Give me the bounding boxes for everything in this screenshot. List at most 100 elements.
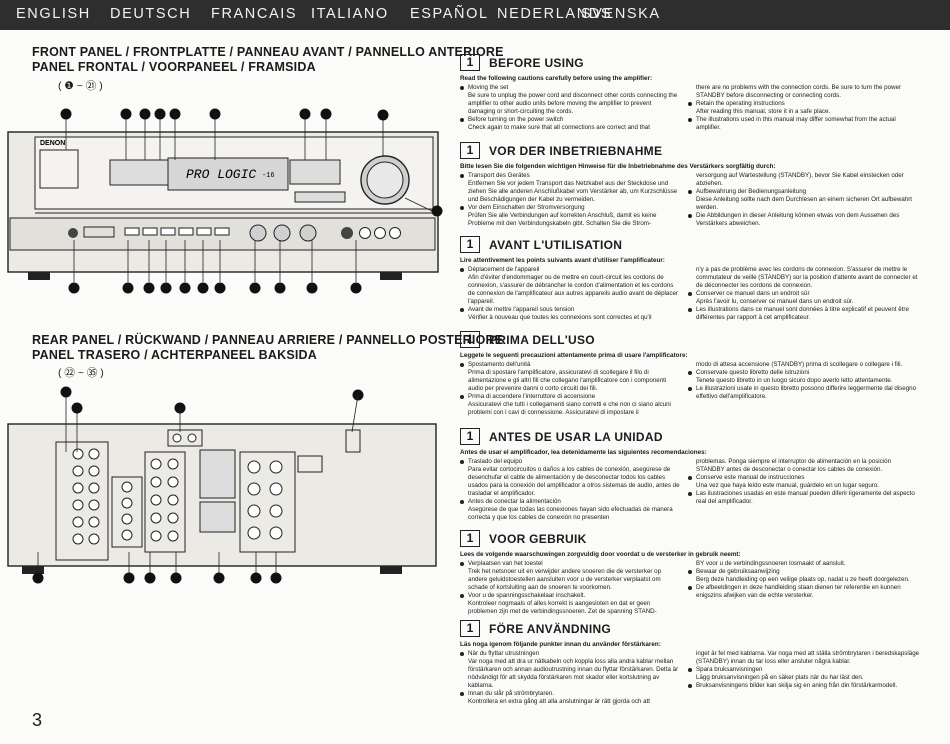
section-number-box: 1 bbox=[460, 620, 480, 637]
bullet-heading: Les illustrations dans ce manuel sont do… bbox=[696, 306, 909, 321]
bullet-dot bbox=[460, 174, 464, 178]
bullet-text: Kontroleer nogmaals of alles korrekt is … bbox=[468, 600, 657, 615]
bullet-text: Be sure to unplug the power cord and dis… bbox=[468, 92, 678, 115]
callout-marker bbox=[250, 572, 262, 584]
bullet-dot bbox=[460, 86, 464, 90]
bullet-item: Die Abbildungen in dieser Anleitung könn… bbox=[688, 212, 920, 228]
bullet-text: Lägg bruksanvisningen på en säker plats … bbox=[696, 674, 864, 681]
function-button bbox=[196, 227, 212, 236]
bullet-text: Prüfen Sie alle Verbindungen auf korrekt… bbox=[468, 212, 657, 227]
bullet-text: Kontrollera en extra gång att alla anslu… bbox=[468, 698, 650, 705]
callout-marker bbox=[139, 108, 151, 120]
callout-marker bbox=[122, 282, 134, 294]
language-tab-3: ITALIANO bbox=[311, 6, 389, 22]
callout-marker bbox=[209, 108, 221, 120]
callout-marker bbox=[431, 205, 443, 217]
bullet-dot bbox=[688, 668, 692, 672]
bullet-dot bbox=[688, 684, 692, 688]
video-input-jack bbox=[167, 458, 179, 470]
speaker-terminal-center bbox=[199, 501, 236, 533]
tone-knob bbox=[273, 224, 291, 242]
bullet-heading: Before turning on the power switch bbox=[468, 116, 564, 123]
tone-knob bbox=[299, 224, 317, 242]
bullet-heading: De afbeeldingen in deze handleiding staa… bbox=[696, 584, 901, 599]
bullet-dot bbox=[460, 395, 464, 399]
bullet-item: Prima di accendere l'interruttore di acc… bbox=[460, 393, 680, 417]
bullet-text: Check again to make sure that all connec… bbox=[468, 124, 650, 131]
av-input-jack bbox=[374, 227, 386, 239]
preout-jack bbox=[121, 481, 133, 493]
rca-jack bbox=[88, 482, 100, 494]
bullet-item: Le illustrazioni usate in questo librett… bbox=[688, 385, 920, 401]
video-input-jack bbox=[167, 494, 179, 506]
video-input-jack bbox=[167, 476, 179, 488]
bullet-text: Après l'avoir lu, conserver ce manuel da… bbox=[696, 298, 854, 305]
section-title: VOR DER INBETRIEBNAHME bbox=[489, 144, 663, 158]
bullet-heading: Spara bruksanvisningen bbox=[696, 666, 763, 673]
bullet-heading: Innan du slår på strömbrytaren. bbox=[468, 690, 554, 697]
bullet-heading: Prima di accendere l'interruttore di acc… bbox=[468, 393, 596, 400]
callout-marker bbox=[306, 282, 318, 294]
av-input-jack bbox=[359, 227, 371, 239]
video-input-jack bbox=[150, 494, 162, 506]
continued-text: there are no problems with the connectio… bbox=[696, 84, 901, 99]
bullet-dot bbox=[688, 102, 692, 106]
bullet-dot bbox=[460, 118, 464, 122]
continued-text: versorgung auf Wartestellung (STANDBY), … bbox=[696, 172, 904, 187]
bullet-text: After reading this manual, store it in a… bbox=[696, 108, 831, 115]
video-input-jack bbox=[167, 512, 179, 524]
bullet-heading: Conserver ce manuel dans un endroit sûr bbox=[696, 290, 810, 297]
preout-jack bbox=[121, 497, 133, 509]
bullet-text: Vérifier à nouveau que toutes les connex… bbox=[468, 314, 652, 321]
rca-jack bbox=[88, 533, 100, 545]
surround-buttons bbox=[289, 159, 341, 185]
tone-knob bbox=[249, 224, 267, 242]
ac-outlet bbox=[297, 455, 323, 473]
callout-marker bbox=[169, 108, 181, 120]
bullet-item: Las ilustraciones usadas en este manual … bbox=[688, 490, 920, 506]
callout-marker bbox=[320, 108, 332, 120]
bullet-dot bbox=[688, 190, 692, 194]
language-tab-2: FRANCAIS bbox=[211, 6, 298, 22]
rca-jack bbox=[88, 516, 100, 528]
video-input-block bbox=[144, 451, 186, 553]
speaker-terminal bbox=[269, 460, 283, 474]
rca-jack bbox=[72, 465, 84, 477]
bullet-dot bbox=[688, 492, 692, 496]
speaker-terminal bbox=[247, 526, 261, 540]
video-input-jack bbox=[150, 512, 162, 524]
video-input-jack bbox=[167, 530, 179, 542]
bullet-heading: Moving the set bbox=[468, 84, 509, 91]
speaker-terminal bbox=[269, 526, 283, 540]
speaker-terminal bbox=[269, 482, 283, 496]
video-input-jack bbox=[150, 476, 162, 488]
section-lead: Lees de volgende waarschuwingen zorgvuld… bbox=[460, 551, 741, 558]
display-text: PRO LOGIC bbox=[186, 167, 256, 182]
section-number-box: 1 bbox=[460, 331, 480, 348]
section-lead: Leggete le seguenti precauzioni attentam… bbox=[460, 352, 688, 359]
bullet-heading: Conserve este manual de instrucciones bbox=[696, 474, 805, 481]
language-tab-5: NEDERLANDS bbox=[497, 6, 613, 22]
section-number-box: 1 bbox=[460, 530, 480, 547]
continued-text: problemas. Ponga siempre el interruptor … bbox=[696, 458, 892, 473]
bullet-dot bbox=[688, 118, 692, 122]
bullet-heading: Vor dem Einschalten der Stromversorgung bbox=[468, 204, 585, 211]
bullet-dot bbox=[460, 562, 464, 566]
bullet-heading: Transport des Gerätes bbox=[468, 172, 530, 179]
continued-text: n'y a pas de problème avec les cordons d… bbox=[696, 266, 918, 289]
front-panel-title: FRONT PANEL / FRONTPLATTE / PANNEAU AVAN… bbox=[32, 45, 504, 74]
bullet-dot bbox=[688, 214, 692, 218]
standby-switch bbox=[39, 149, 79, 189]
